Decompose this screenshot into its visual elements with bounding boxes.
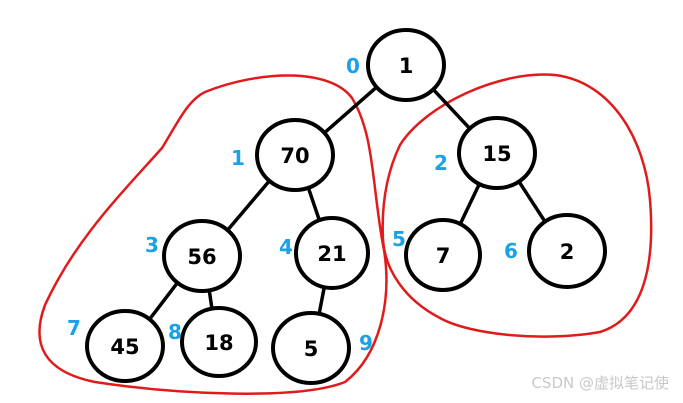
edge-3-7 (146, 279, 181, 323)
node-circle (85, 309, 165, 383)
node-value: 21 (317, 242, 346, 266)
node-index-label: 6 (504, 239, 518, 263)
node-index-label: 3 (145, 233, 159, 257)
node-value: 5 (304, 337, 319, 361)
node-value: 56 (187, 245, 216, 269)
tree-node: 56 3 (145, 219, 242, 293)
node-value: 1 (399, 54, 414, 78)
left-subtree-outline (38, 74, 388, 395)
tree-node: 75 (392, 218, 482, 292)
edge-1-3 (224, 177, 273, 234)
node-value: 70 (280, 144, 309, 168)
node-index-label: 0 (346, 54, 360, 78)
tree-node: 26 (504, 213, 607, 289)
watermark: CSDN @虚拟笔记使 (531, 374, 669, 392)
tree-edges (146, 84, 548, 323)
tree-node: 70 1 (231, 118, 335, 192)
node-value: 2 (560, 240, 575, 264)
node-index-label: 1 (231, 146, 245, 170)
node-circle (366, 28, 446, 102)
node-circle (527, 213, 607, 289)
node-index-label: 2 (434, 151, 448, 175)
node-index-label: 8 (168, 320, 182, 344)
node-index-label: 7 (67, 316, 81, 340)
edge-1-4 (306, 184, 322, 224)
edge-2-5 (457, 180, 482, 228)
tree-node: 15 2 (434, 116, 537, 190)
node-circle (180, 306, 258, 378)
node-circle (162, 219, 242, 293)
node-circle (294, 216, 370, 290)
tree-node: 45 7 (67, 309, 165, 383)
edge-2-6 (516, 178, 548, 225)
node-circle (404, 218, 482, 292)
node-value: 45 (110, 335, 139, 359)
node-index-label: 4 (279, 235, 293, 259)
node-circle (271, 311, 351, 385)
node-index-label: 9 (359, 331, 373, 355)
node-index-label: 5 (392, 227, 406, 251)
node-circle (255, 118, 335, 192)
edge-4-9 (317, 283, 327, 318)
tree-node: 21 4 (279, 216, 370, 290)
right-subtree-outline (381, 73, 653, 338)
edge-0-1 (321, 84, 380, 136)
node-circle (457, 116, 537, 190)
edge-0-2 (430, 86, 473, 132)
tree-node: 10 (346, 28, 446, 102)
node-value: 18 (204, 331, 233, 355)
tree-node: 18 8 (168, 306, 258, 378)
node-value: 7 (436, 244, 451, 268)
node-value: 15 (482, 142, 511, 166)
